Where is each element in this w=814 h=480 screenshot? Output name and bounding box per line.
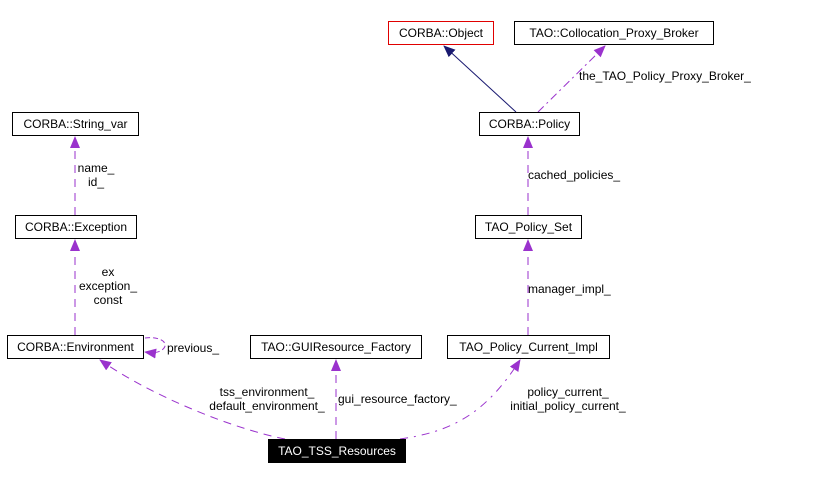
edge-label-line: the_TAO_Policy_Proxy_Broker_ bbox=[579, 69, 751, 83]
node-corba-policy[interactable]: CORBA::Policy bbox=[479, 112, 580, 136]
edge-label-line: cached_policies_ bbox=[528, 168, 621, 182]
node-corba-string-var[interactable]: CORBA::String_var bbox=[12, 112, 139, 136]
node-tao-policy-set[interactable]: TAO_Policy_Set bbox=[475, 215, 582, 239]
edge-label-policy-current: policy_current_ initial_policy_current_ bbox=[500, 385, 636, 413]
edge-label-line: initial_policy_current_ bbox=[510, 399, 626, 413]
edge-tss-to-environment bbox=[99, 359, 286, 440]
edge-label-line: name_ bbox=[77, 161, 115, 175]
node-corba-object[interactable]: CORBA::Object bbox=[388, 21, 494, 45]
edge-label-line: id_ bbox=[87, 175, 104, 189]
node-tao-tss-resources[interactable]: TAO_TSS_Resources bbox=[268, 439, 406, 463]
edge-label-line: exception_ bbox=[78, 279, 138, 293]
node-corba-environment[interactable]: CORBA::Environment bbox=[7, 335, 144, 359]
edge-label-cached-policies: cached_policies_ bbox=[528, 168, 620, 182]
edge-label-proxy-broker: the_TAO_Policy_Proxy_Broker_ bbox=[579, 69, 751, 83]
edge-label-line: policy_current_ bbox=[527, 385, 609, 399]
edge-policy-to-proxy-broker bbox=[537, 45, 606, 113]
edge-label-line: tss_environment_ bbox=[219, 385, 315, 399]
node-collocation-proxy-broker[interactable]: TAO::Collocation_Proxy_Broker bbox=[514, 21, 714, 45]
edge-label-line: manager_impl_ bbox=[528, 282, 611, 296]
edge-label-line: const bbox=[93, 293, 123, 307]
edge-tss-to-currentimpl bbox=[399, 359, 521, 440]
edge-label-line: previous_ bbox=[167, 341, 220, 355]
edge-label-line: default_environment_ bbox=[209, 399, 325, 413]
edge-label-gui-resource-factory: gui_resource_factory_ bbox=[338, 392, 457, 406]
edge-label-ex-exception-const: ex exception_ const bbox=[70, 265, 146, 307]
node-tao-policy-current-impl[interactable]: TAO_Policy_Current_Impl bbox=[447, 335, 610, 359]
edge-policy-to-object bbox=[443, 45, 517, 113]
edge-environment-self bbox=[144, 337, 166, 359]
node-gui-resource-factory[interactable]: TAO::GUIResource_Factory bbox=[250, 335, 422, 359]
edge-label-previous: previous_ bbox=[167, 341, 219, 355]
edge-label-name-id: name_ id_ bbox=[66, 161, 126, 189]
edge-label-line: gui_resource_factory_ bbox=[338, 392, 457, 406]
edge-label-line: ex bbox=[101, 265, 115, 279]
edge-label-tss-environment: tss_environment_ default_environment_ bbox=[200, 385, 334, 413]
edge-label-manager-impl: manager_impl_ bbox=[528, 282, 611, 296]
node-corba-exception[interactable]: CORBA::Exception bbox=[15, 215, 137, 239]
